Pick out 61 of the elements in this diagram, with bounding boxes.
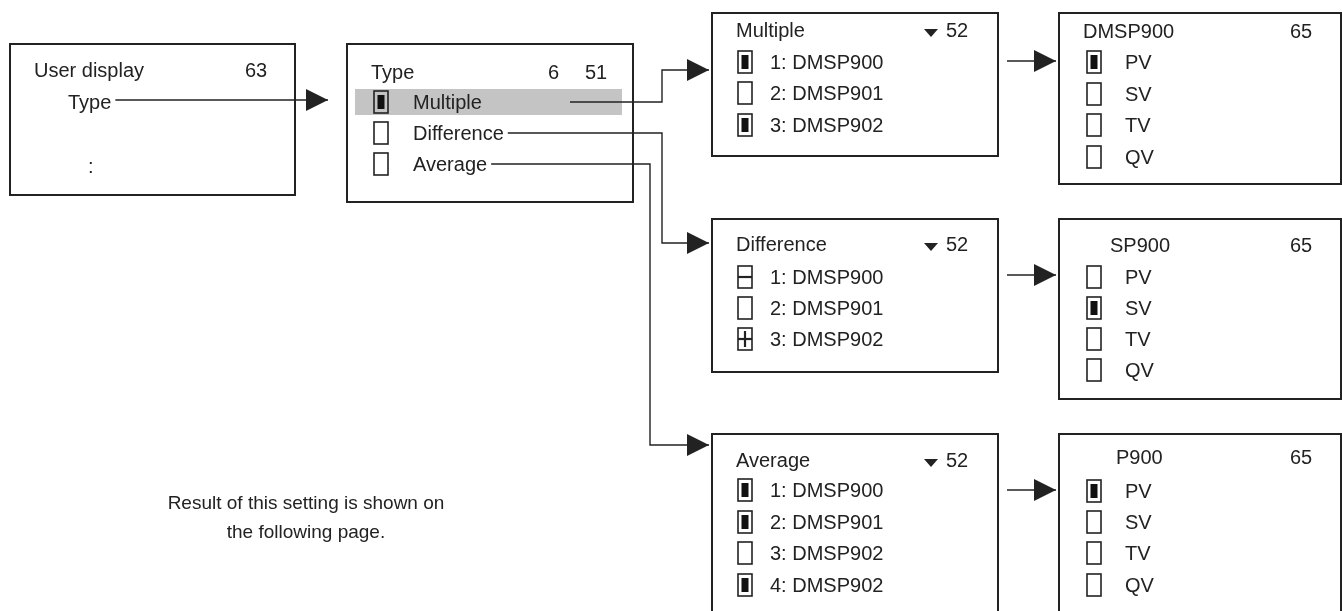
display-screen [1058,433,1342,611]
ellipsis-mark: : [88,154,94,178]
value-label: 51 [585,60,608,84]
arrow [507,132,710,254]
list-item: PV [1125,479,1152,503]
list-item: 1: DMSP900 [770,265,884,289]
display-screen [711,433,999,611]
value-label: 52 [946,448,969,472]
display-screen [711,12,999,157]
arrow [1006,479,1057,501]
list-item: SV [1125,296,1152,320]
display-screen [9,43,296,196]
list-item: QV [1125,573,1154,597]
list-item: 2: DMSP901 [770,296,884,320]
list-item: 4: DMSP902 [770,573,884,597]
list-item: 3: DMSP902 [770,541,884,565]
screen-title: DMSP900 [1083,19,1175,43]
value-label: 65 [1290,19,1313,43]
arrow [1006,264,1057,286]
list-item: 2: DMSP901 [770,81,884,105]
screen-title: User display [34,58,145,82]
arrow [490,163,710,456]
value-label: 52 [946,232,969,256]
list-item: SV [1125,510,1152,534]
highlighted-row [355,89,622,115]
display-screen [1058,12,1342,185]
menu-item: Multiple [413,90,482,114]
display-screen [1058,218,1342,400]
list-item: TV [1125,327,1151,351]
list-item: SV [1125,82,1152,106]
list-item: 1: DMSP900 [770,478,884,502]
display-screen [711,218,999,373]
arrow [569,59,710,103]
value-label: 65 [1290,445,1313,469]
screen-title: Type [371,60,415,84]
screen-title: Difference [736,232,827,256]
screen-title: Average [736,448,811,472]
menu-item: Difference [413,121,504,145]
value-label: 6 [548,60,560,84]
value-label: 65 [1290,233,1313,257]
list-item: 3: DMSP902 [770,113,884,137]
display-screen [346,43,634,203]
arrow [114,89,329,111]
list-item: 2: DMSP901 [770,510,884,534]
list-item: PV [1125,50,1152,74]
screen-title: SP900 [1110,233,1171,257]
list-item: QV [1125,145,1154,169]
list-item: TV [1125,541,1151,565]
value-label: 52 [946,18,969,42]
value-label: 63 [245,58,268,82]
note-text: Result of this setting is shown on the following page. [166,491,446,544]
menu-item: Average [413,152,488,176]
list-item: 3: DMSP902 [770,327,884,351]
list-item: PV [1125,265,1152,289]
arrow [1006,50,1057,72]
screen-title: P900 [1116,445,1163,469]
list-item: QV [1125,358,1154,382]
menu-item: Type [68,90,112,114]
screen-title: Multiple [736,18,805,42]
list-item: 1: DMSP900 [770,50,884,74]
list-item: TV [1125,113,1151,137]
